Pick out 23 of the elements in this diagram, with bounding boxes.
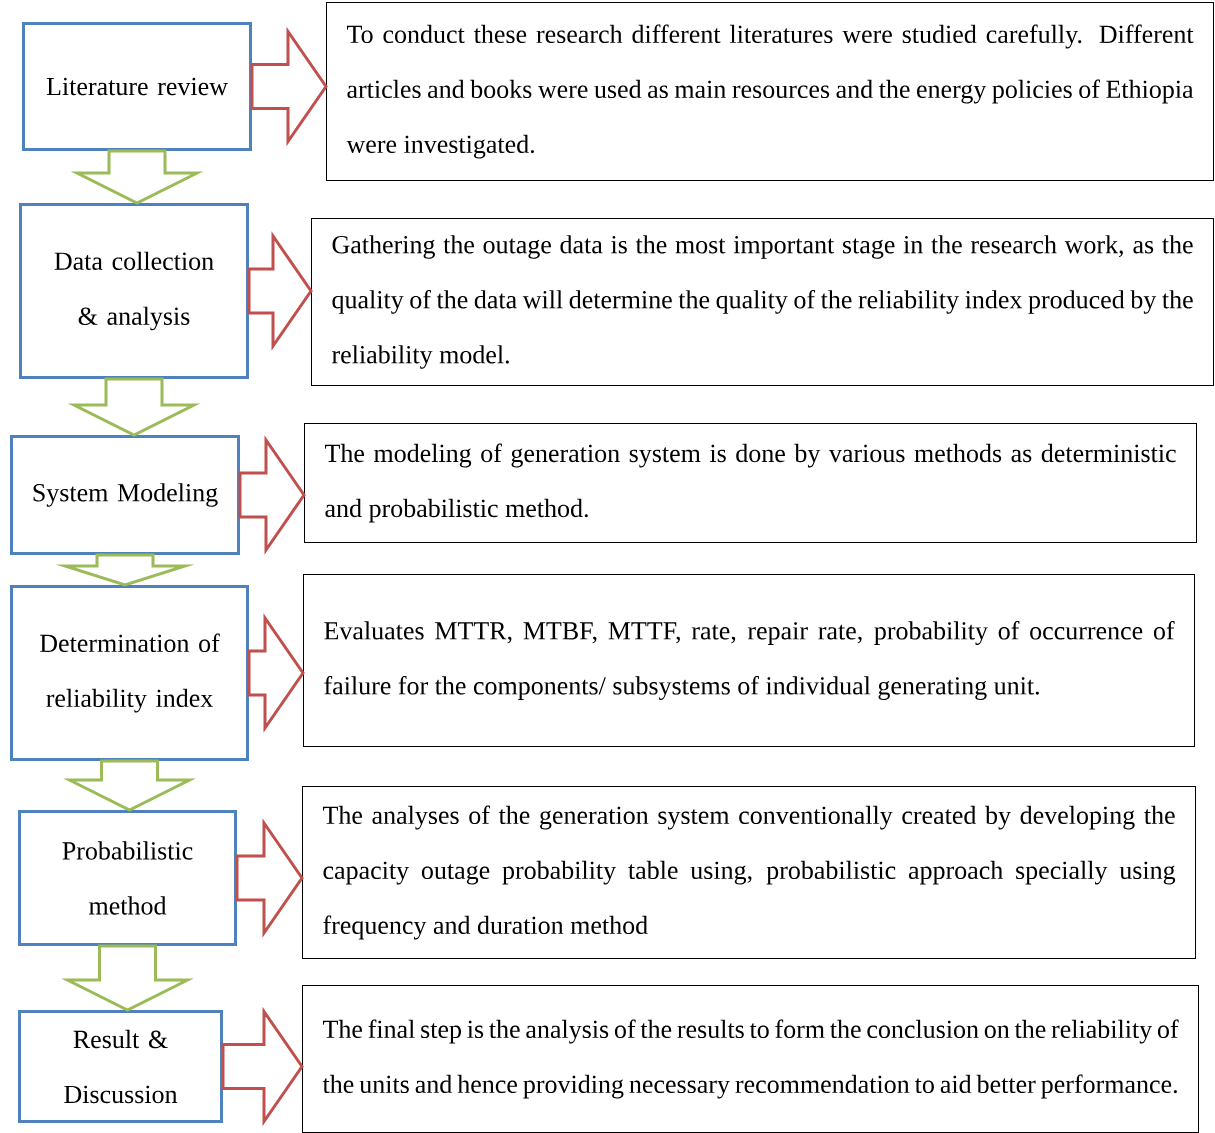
description-box: The final step is the analysis of the results to form the conclusion on the reliability of the units and hence providing necessary recommendation to aid better performance.: [302, 985, 1199, 1133]
block-arrow: [238, 435, 306, 555]
block-arrow: [61, 944, 194, 1012]
block-arrow: [70, 149, 204, 205]
block-arrow: [247, 231, 313, 351]
step-box: Result & Discussion: [18, 1010, 223, 1123]
block-arrow: [250, 26, 328, 147]
description-box: Evaluates MTTR, MTBF, MTTF, rate, repair rate, probability of occurrence of failure for the components/ subsystems of individual generating unit.: [303, 574, 1195, 747]
block-arrow: [67, 377, 201, 437]
description-box: To conduct these research different literatures were studied carefully. Different articles and books were used as main resources and the energy policies of Ethiopia were investigated.: [326, 2, 1214, 181]
block-arrow: [221, 1006, 304, 1127]
step-box: System Modeling: [10, 435, 240, 555]
description-box: The modeling of generation system is done by various methods as deterministic and probabilistic method.: [304, 423, 1197, 543]
description-box: Gathering the outage data is the most important stage in the research work, as the quality of the data will determine the quality of the reliability index produced by the reliability model.: [311, 218, 1214, 386]
step-box: Determination of reliability index: [10, 585, 249, 761]
step-box: Probabilistic method: [18, 810, 237, 946]
block-arrow: [235, 818, 304, 938]
step-box: Data collection & analysis: [19, 203, 249, 379]
step-box: Literature review: [22, 22, 252, 151]
block-arrow: [63, 759, 196, 812]
block-arrow: [247, 613, 305, 733]
description-box: The analyses of the generation system conventionally created by developing the capacity outage probability table using, probabilistic approach specially using frequency and duration method: [302, 786, 1196, 959]
block-arrow: [55, 553, 195, 587]
